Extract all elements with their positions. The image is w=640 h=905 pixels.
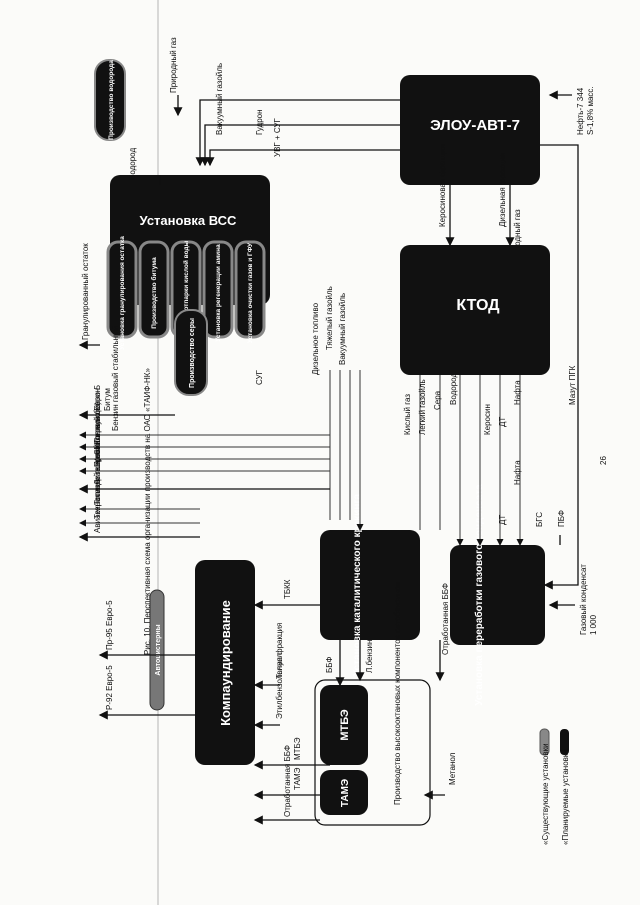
flow-mazut-label: Мазут ПГК <box>568 365 577 405</box>
flow-tame-label: ТАМЭ <box>293 767 302 790</box>
flow-bgs-label: БГС <box>535 512 544 527</box>
unit-autocisterns[interactable]: Автоцистерны <box>149 589 165 711</box>
flow-dt-label: ДТ <box>498 417 507 427</box>
flow-diesel-fr-label: Дизельная фракция <box>498 153 507 227</box>
flow-uvg-path <box>205 149 400 167</box>
vss-sub-acid-water-label: Установка отпарки кислой воды <box>182 240 190 345</box>
flow-spentbbf-label: Отработанная ББФ <box>441 583 450 655</box>
flow-vacgasoil-path <box>195 99 400 167</box>
flow-naphtha-label: Нафта <box>513 380 522 405</box>
out-sera-label: Сера <box>93 423 102 443</box>
flow-vacgasoil2-label: Вакуумный газойль <box>338 293 347 365</box>
flow-ethylbenz-label: Этилбензольная фракция <box>275 623 284 719</box>
out-pryam-label: Прямогонный бензин <box>93 388 102 467</box>
out-techker-label: Технический керосин <box>93 440 102 519</box>
out-fuelgas-label: Топлив. газ (собств. нужды) <box>93 402 102 505</box>
input-natural-gas-2: Природный газ <box>513 209 522 265</box>
out-gran-label: Гранулированный остаток <box>81 243 90 340</box>
unit-sulfur-production[interactable]: Производство серы <box>174 309 208 396</box>
unit-autocisterns-label: Автоцистерны <box>155 624 162 675</box>
out-pr95-label: Пр-95 Евро-5 <box>105 600 114 650</box>
unit-vss-label: Установка ВСС <box>140 213 238 228</box>
legend-existing-swatch <box>539 728 550 756</box>
out-benzin-label: Бензин газовый стабильный <box>111 326 120 431</box>
unit-catalytic-cracking[interactable]: Установка каталитического крекинга <box>320 494 420 677</box>
legend-existing-label: «Существующие установки <box>541 743 550 845</box>
flow-gudron-path <box>200 124 400 167</box>
input-methanol: Метанол <box>448 752 457 785</box>
unit-elou-avt7[interactable]: ЭЛОУ-АВТ-7 <box>400 75 540 185</box>
unit-hydrogen-label: Производство водорода <box>108 60 115 140</box>
flow-gudron-label: Гудрон <box>255 109 264 135</box>
vss-sub-granulation-label: Установка гранулирования остатка <box>119 236 126 350</box>
flow-bbf-label: ББФ <box>325 657 334 674</box>
unit-tame-label: ТАМЭ <box>340 779 351 807</box>
input-gascondensate: Газовый конденсат <box>579 564 588 635</box>
unit-compounding[interactable]: Компаундирование <box>195 560 255 765</box>
flow-sera-label: Сера <box>433 390 442 410</box>
flow-kerosene-fr-label: Керосиновая фракция <box>438 144 447 227</box>
flow-naphtha2-label: Нафта <box>513 460 522 485</box>
legend-planned-label: «Планируемые установки <box>561 749 570 845</box>
flow-hydrogen-label: Водород <box>128 148 137 180</box>
unit-sulfur-label: Производство серы <box>189 318 196 388</box>
input-oil-sulfur: S-1,8% масс. <box>586 86 595 135</box>
unit-gascond-label: Установка переработки газового конденсат… <box>473 484 485 706</box>
unit-mtbe[interactable] <box>320 685 368 765</box>
flow-kerosene-label: Керосин <box>483 404 492 435</box>
flow-uvg-label: УВГ + СУГ <box>273 118 282 157</box>
hvc-label: Производство высокооктановых компонентов… <box>393 582 402 805</box>
out-r92-label: Р-92 Евро-5 <box>105 665 114 710</box>
vss-sub-bitumen-label: Производство битума <box>150 257 158 329</box>
vss-sub-bitumen[interactable] <box>138 240 170 339</box>
flow-dt2-label: ДТ <box>498 515 507 525</box>
flow-mtbe-label: МТБЭ <box>293 737 302 760</box>
flow-spentbbf2-label: Отработанная ББФ <box>283 745 292 817</box>
hvc-container: Производство высокооктановых компонентов… <box>314 582 431 826</box>
unit-compounding-label: Компаундирование <box>218 600 233 726</box>
flow-light-gasoil-label: Легкий газойль <box>418 379 427 435</box>
flow-vacgasoil-label: Вакуумный газойль <box>215 63 224 135</box>
input-gascondensate-qty: 1 000 <box>589 614 598 635</box>
flow-lbenzin-label: Л.бензин <box>365 640 374 673</box>
input-oil: Нефть-7 344 <box>576 87 585 135</box>
out-dt-label: Дизельное топливо Евро-5 <box>93 385 102 485</box>
vss-sub-gas-cleaning[interactable] <box>234 240 266 339</box>
figure-caption: Рис. 10. Перспективная схема организации… <box>143 368 152 655</box>
unit-elou-label: ЭЛОУ-АВТ-7 <box>430 117 520 134</box>
vss-subunits: Установка очистки газов и ГФУ Установка … <box>106 236 266 350</box>
flow-heavygasoil-label: Тяжелый газойль <box>325 286 334 350</box>
out-bitum-label: Битум <box>103 388 112 411</box>
flow-mazut-path <box>540 144 579 590</box>
flow-pbf-label: ПБФ <box>557 510 566 527</box>
unit-tame[interactable] <box>320 770 368 815</box>
unit-mtbe-label: МТБЭ <box>339 709 351 741</box>
legend: «Планируемые установки «Существующие уст… <box>539 728 570 845</box>
out-aviaker-label: Авиакеросин <box>93 485 102 533</box>
flow-sug-label: СУГ <box>255 369 264 385</box>
product-outputs: Гранулированный остаток Битум Бензин газ… <box>78 243 330 542</box>
vss-sub-gas-cleaning-label: Установка очистки газов и ГФУ <box>247 242 254 343</box>
page-number: 26 <box>599 456 608 465</box>
unit-ktod-label: КТОД <box>456 297 500 314</box>
input-natural-gas: Природный газ <box>169 37 178 93</box>
legend-planned-swatch <box>560 729 569 755</box>
flow-dieselfuel-label: Дизельное топливо <box>311 302 320 375</box>
unit-catcrack-label: Установка каталитического крекинга <box>352 494 363 677</box>
vss-sub-granulation[interactable] <box>106 240 138 339</box>
vss-sub-amine[interactable] <box>202 240 234 339</box>
vss-sub-amine-label: Установка регенерации амина <box>215 244 222 342</box>
flow-acid-gas-label: Кислый газ <box>403 394 412 435</box>
out-sug-label: СУГ <box>93 439 102 455</box>
unit-ktod[interactable]: КТОД <box>400 245 550 375</box>
flow-toluol-label: Толуол <box>275 653 284 679</box>
flow-tbkk-label: ТБКК <box>283 579 292 599</box>
unit-hydrogen-production[interactable]: Производство водорода <box>94 59 126 141</box>
flow-vodorod-label: Водород <box>449 373 458 405</box>
